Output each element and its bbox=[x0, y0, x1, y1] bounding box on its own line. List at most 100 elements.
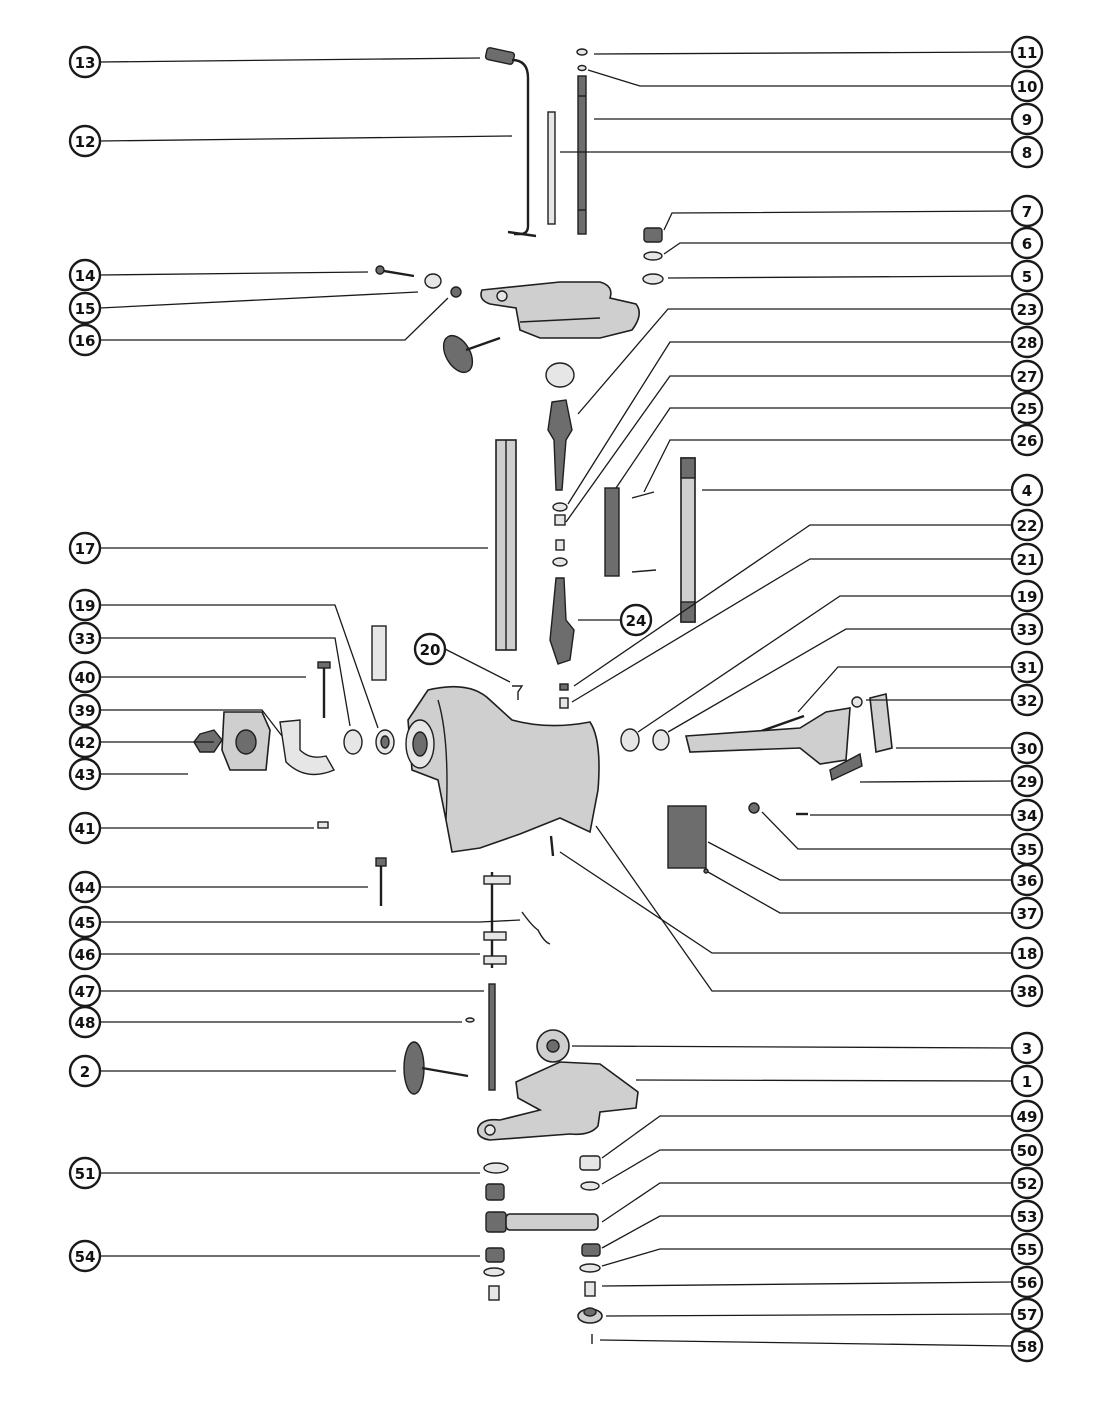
callout-circle bbox=[68, 660, 102, 694]
callout-circle bbox=[68, 124, 102, 158]
callout-number: 16 bbox=[75, 332, 96, 350]
callout-number: 33 bbox=[1017, 621, 1038, 639]
callout-c56: 56 bbox=[1010, 1265, 1044, 1299]
callout-circle bbox=[1010, 798, 1044, 832]
callout-number: 39 bbox=[75, 702, 96, 720]
callout-c12: 12 bbox=[68, 124, 102, 158]
part-53-nut bbox=[581, 1243, 601, 1257]
callout-c8: 8 bbox=[1010, 135, 1044, 169]
callout-circle bbox=[1010, 135, 1044, 169]
part-55-washer bbox=[579, 1263, 601, 1273]
callout-c57: 57 bbox=[1010, 1297, 1044, 1331]
callout-c49: 49 bbox=[1010, 1099, 1044, 1133]
callout-circle bbox=[68, 905, 102, 939]
part-19-washer-left-hole bbox=[380, 735, 390, 749]
part-46-screw bbox=[483, 872, 511, 968]
callout-c20: 20 bbox=[413, 632, 447, 666]
callout-c40: 40 bbox=[68, 660, 102, 694]
callout-number: 32 bbox=[1017, 692, 1038, 710]
callout-c32: 32 bbox=[1010, 683, 1044, 717]
callout-circle bbox=[1010, 35, 1044, 69]
callout-circle bbox=[1010, 579, 1044, 613]
callout-circle bbox=[1010, 423, 1044, 457]
callout-c7: 7 bbox=[1010, 194, 1044, 228]
callout-circle bbox=[1010, 1329, 1044, 1363]
part-50-washer bbox=[580, 1181, 600, 1191]
callout-circle bbox=[1010, 1031, 1044, 1065]
callout-number: 34 bbox=[1017, 807, 1038, 825]
callout-number: 29 bbox=[1017, 773, 1038, 791]
callout-number: 46 bbox=[75, 946, 96, 964]
callout-circle bbox=[1010, 650, 1044, 684]
callout-c36: 36 bbox=[1010, 863, 1044, 897]
callout-number: 6 bbox=[1022, 235, 1032, 253]
part-lower-left-washer bbox=[483, 1267, 505, 1277]
callout-number: 15 bbox=[75, 300, 96, 318]
callout-circle bbox=[68, 531, 102, 565]
callout-c17: 17 bbox=[68, 531, 102, 565]
part-14-bolt bbox=[375, 265, 415, 278]
callout-c33l: 33 bbox=[68, 621, 102, 655]
callout-number: 13 bbox=[75, 54, 96, 72]
callout-c16: 16 bbox=[68, 323, 102, 357]
callout-c33r: 33 bbox=[1010, 612, 1044, 646]
callout-circle bbox=[68, 45, 102, 79]
callout-number: 25 bbox=[1017, 400, 1038, 418]
callout-circle bbox=[1010, 473, 1044, 507]
callout-c41: 41 bbox=[68, 811, 102, 845]
part-42-housing bbox=[221, 711, 271, 771]
callout-c51: 51 bbox=[68, 1156, 102, 1190]
callout-circle bbox=[68, 323, 102, 357]
part-nut-upper-left bbox=[485, 1183, 505, 1201]
callout-number: 48 bbox=[75, 1014, 96, 1032]
callout-c18: 18 bbox=[1010, 936, 1044, 970]
part-18-pin bbox=[549, 835, 555, 857]
callout-number: 42 bbox=[75, 734, 96, 752]
callout-number: 27 bbox=[1017, 368, 1038, 386]
callout-number: 58 bbox=[1017, 1338, 1038, 1356]
part-43-nut bbox=[193, 729, 223, 753]
callout-number: 19 bbox=[1017, 588, 1038, 606]
upper-clamp-bracket bbox=[480, 281, 640, 339]
callout-number: 47 bbox=[75, 983, 96, 1001]
callout-c47: 47 bbox=[68, 974, 102, 1008]
callout-number: 40 bbox=[75, 669, 96, 687]
part-33-bushing-right bbox=[652, 729, 670, 751]
callout-circle bbox=[1010, 1232, 1044, 1266]
callout-number: 43 bbox=[75, 766, 96, 784]
callout-c35: 35 bbox=[1010, 832, 1044, 866]
callout-circle bbox=[1010, 683, 1044, 717]
part-51-washer bbox=[483, 1162, 509, 1174]
callout-circle bbox=[68, 870, 102, 904]
callout-circle bbox=[1010, 1133, 1044, 1167]
part-small-ring-a bbox=[552, 557, 568, 567]
part-19-washer-right bbox=[620, 728, 640, 752]
callout-c58: 58 bbox=[1010, 1329, 1044, 1363]
callout-c21: 21 bbox=[1010, 542, 1044, 576]
part-33-bushing-left bbox=[343, 729, 363, 755]
callout-c39: 39 bbox=[68, 693, 102, 727]
callout-circle bbox=[1010, 1297, 1044, 1331]
callout-circle bbox=[68, 725, 102, 759]
callout-number: 53 bbox=[1017, 1208, 1038, 1226]
callout-circle bbox=[1010, 1064, 1044, 1098]
callout-c19r: 19 bbox=[1010, 579, 1044, 613]
callout-number: 45 bbox=[75, 914, 96, 932]
part-41-pin bbox=[317, 821, 329, 829]
part-48-pin bbox=[465, 1017, 475, 1023]
callout-c30: 30 bbox=[1010, 731, 1044, 765]
callout-number: 14 bbox=[75, 267, 96, 285]
callout-circle bbox=[1010, 612, 1044, 646]
part-16-nut bbox=[450, 286, 462, 298]
callout-number: 52 bbox=[1017, 1175, 1038, 1193]
callout-number: 54 bbox=[75, 1248, 96, 1266]
part-35-nut bbox=[748, 802, 760, 814]
part-52-handle bbox=[485, 1211, 599, 1233]
callout-c3: 3 bbox=[1010, 1031, 1044, 1065]
part-45-clip bbox=[521, 911, 551, 945]
callout-circle bbox=[1010, 1166, 1044, 1200]
callout-circle bbox=[68, 1005, 102, 1039]
callout-number: 7 bbox=[1022, 203, 1032, 221]
leader-lines bbox=[99, 51, 1013, 1347]
callout-number: 26 bbox=[1017, 432, 1038, 450]
